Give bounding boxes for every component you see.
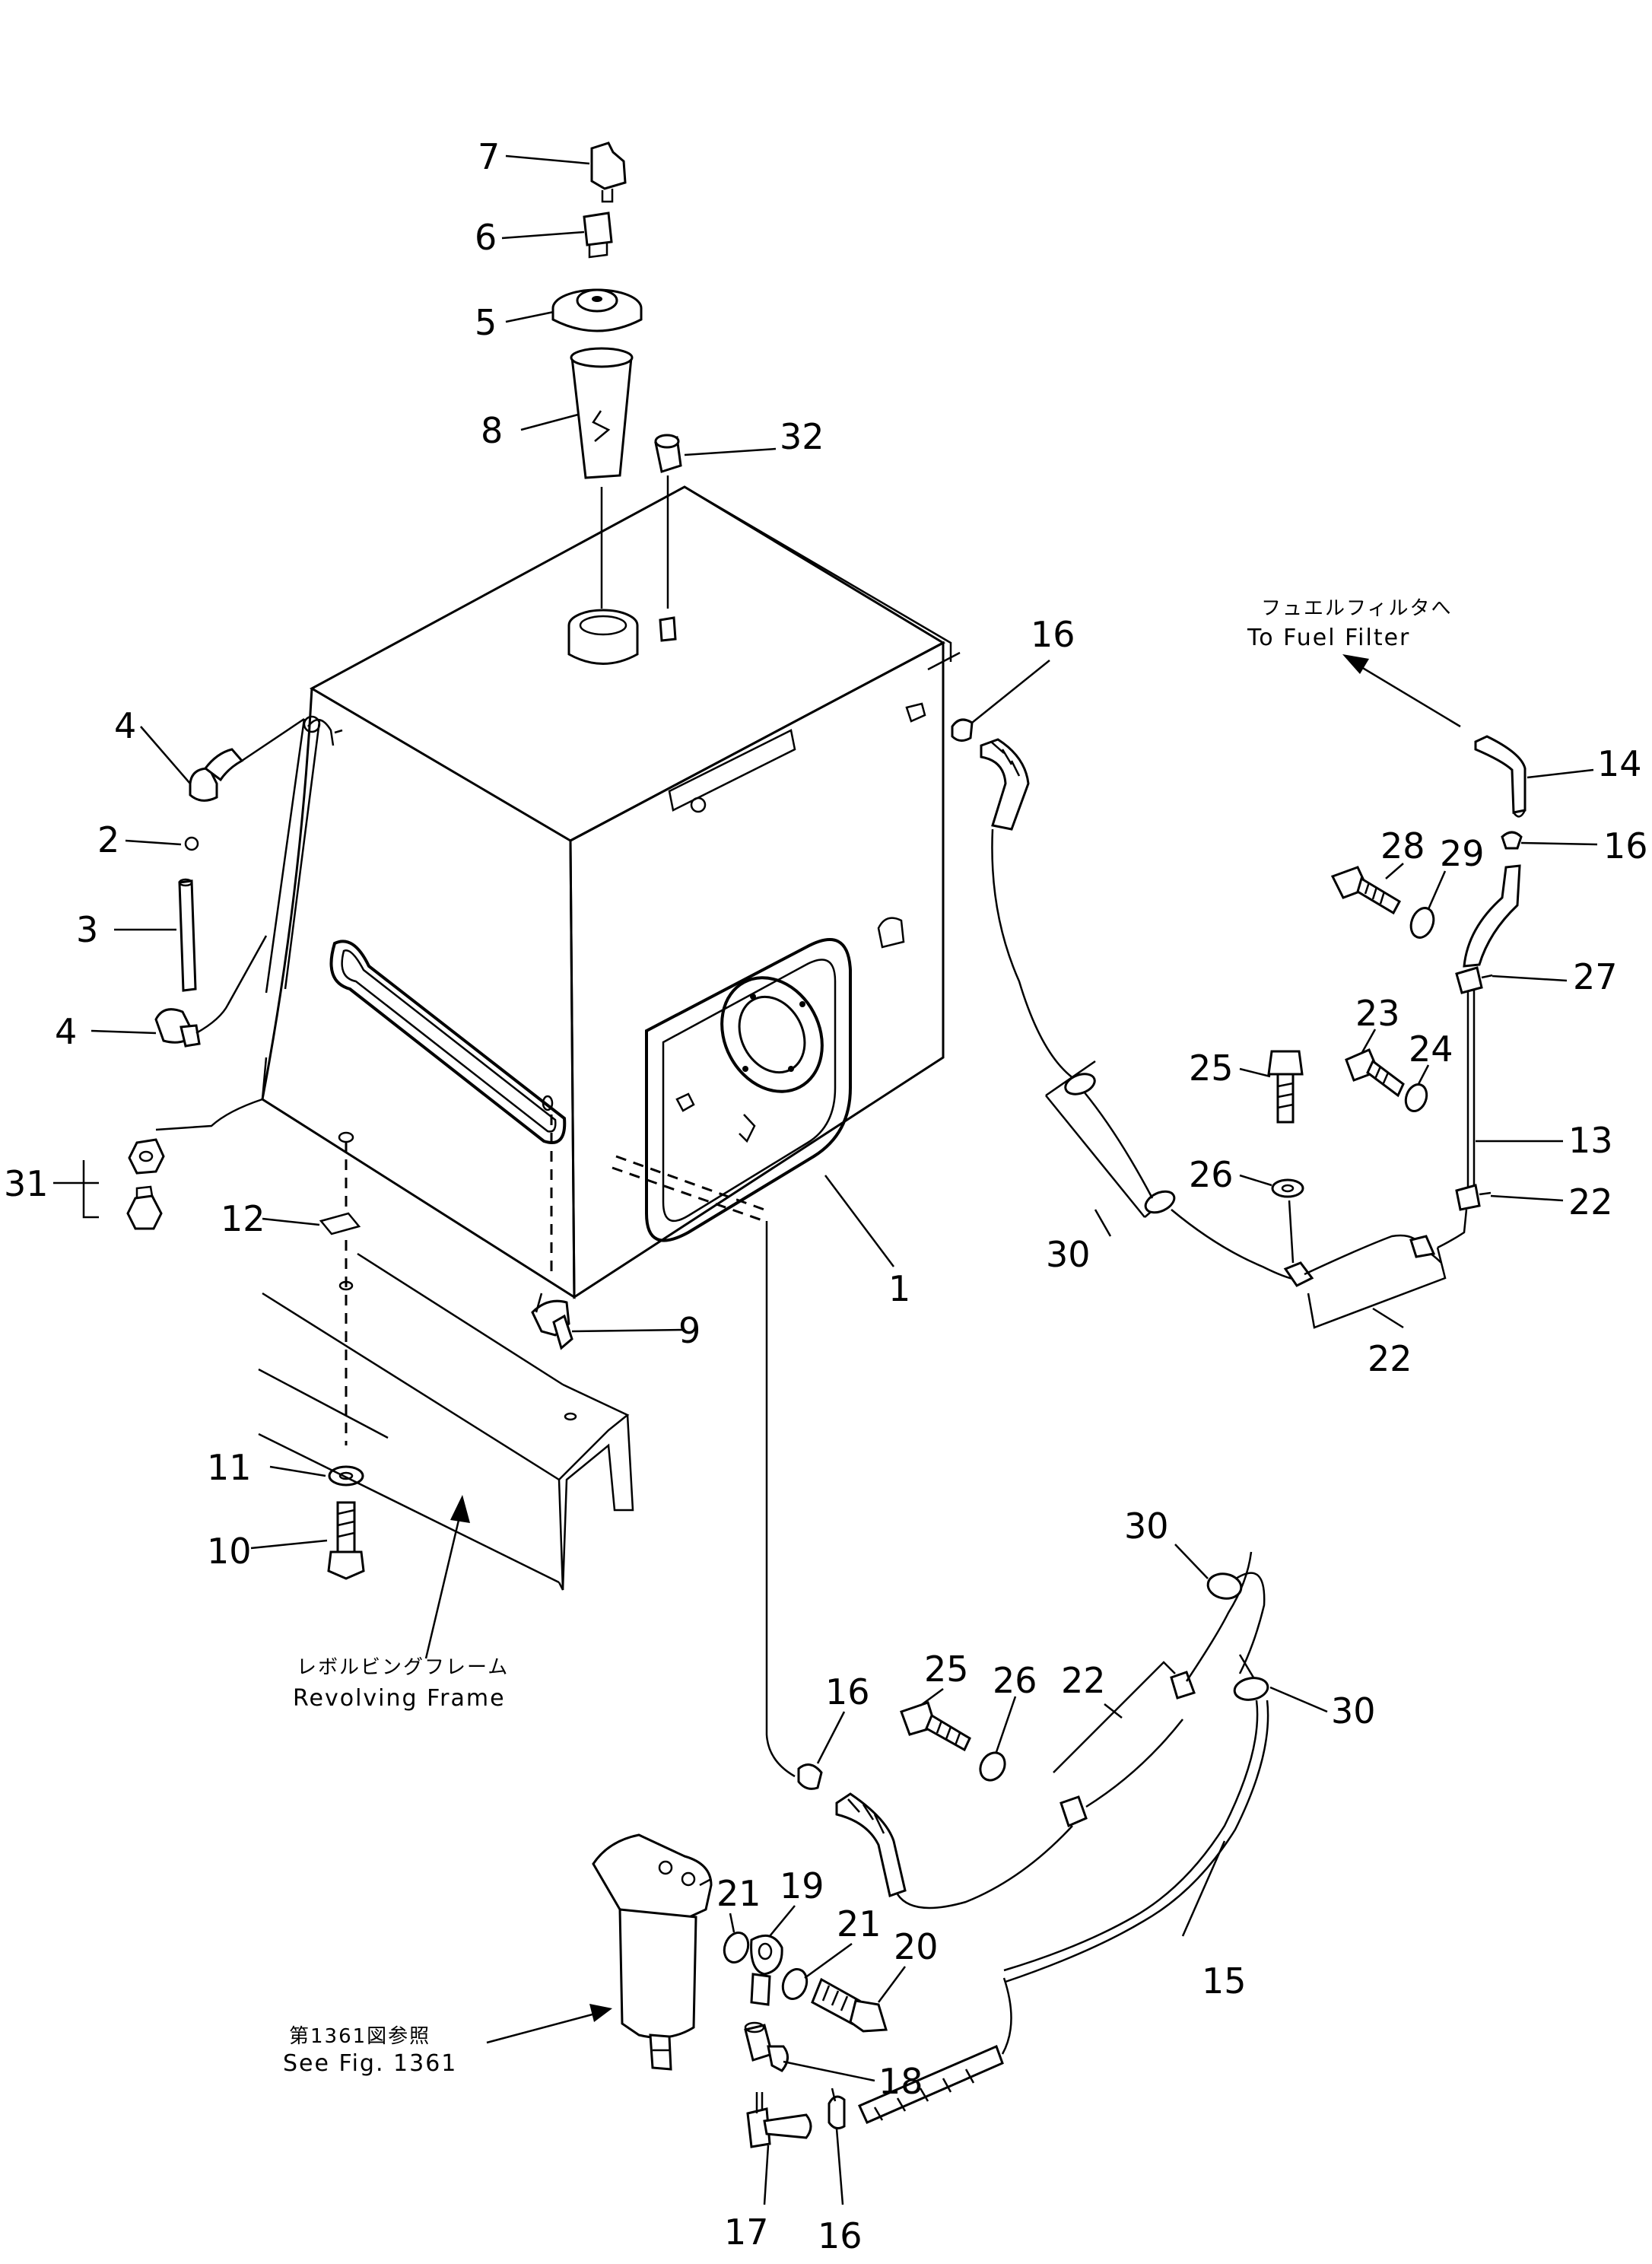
caption-fuel-filter-jp: フュエルフィルタへ	[1261, 597, 1452, 620]
callout-30-right: 30	[1331, 1690, 1376, 1731]
callout-1: 1	[888, 1268, 910, 1309]
callout-27: 27	[1573, 956, 1618, 997]
fuel-tank	[155, 485, 961, 1299]
callout-23: 23	[1355, 993, 1400, 1034]
callout-16-lower: 16	[825, 1671, 870, 1712]
upper-fasteners	[1267, 866, 1435, 1264]
callout-30-loop: 30	[1124, 1506, 1169, 1547]
callout-19: 19	[780, 1865, 824, 1906]
callout-17: 17	[724, 2212, 769, 2253]
plug-32	[654, 434, 682, 642]
caption-see-fig-en: See Fig. 1361	[283, 2050, 457, 2077]
drain-route-dashed	[612, 1166, 765, 1223]
callout-29: 29	[1440, 833, 1485, 874]
callout-16-bottom: 16	[818, 2215, 863, 2256]
callout-22-clamp: 22	[1568, 1181, 1613, 1223]
callout-28: 28	[1380, 825, 1425, 866]
left-hose-set	[154, 717, 305, 1048]
clamp-9	[531, 1293, 573, 1350]
mounting-hardware	[319, 1115, 553, 1580]
callout-25-upper: 25	[1189, 1048, 1234, 1089]
callout-11: 11	[207, 1447, 252, 1488]
caption-revolving-frame-jp: レボルビングフレーム	[297, 1656, 509, 1679]
callout-14: 14	[1597, 743, 1642, 784]
callout-18: 18	[878, 2061, 923, 2102]
callout-32: 32	[780, 416, 824, 457]
filler-cap-assembly	[551, 142, 643, 665]
callout-26-lower: 26	[993, 1660, 1037, 1701]
callout-22-bracket: 22	[1368, 1338, 1412, 1379]
callout-3: 3	[76, 909, 98, 950]
lower-hose-route	[765, 1221, 1269, 2124]
callout-numbers: 7 6 5 8 32 4 2 3 4 31 12 11 10 9 1 16 14…	[4, 136, 1648, 2256]
callout-25-lower: 25	[924, 1649, 969, 1690]
callout-20: 20	[894, 1926, 939, 1967]
revolving-frame	[258, 1252, 634, 1591]
fuel-filter	[486, 1833, 713, 2071]
callout-21-left: 21	[716, 1873, 761, 1914]
callout-4-lower: 4	[55, 1011, 77, 1052]
callout-4-upper: 4	[114, 705, 136, 746]
callout-30-upper: 30	[1046, 1234, 1091, 1275]
captions: フュエルフィルタへ To Fuel Filter レボルビングフレーム Revo…	[283, 597, 1452, 2077]
callout-16-upper-right: 16	[1603, 825, 1648, 866]
leader-lines	[53, 154, 1598, 2205]
callout-22-lower: 22	[1061, 1660, 1106, 1701]
callout-6: 6	[475, 217, 497, 258]
callout-7: 7	[478, 136, 500, 177]
callout-21-right: 21	[837, 1903, 882, 1944]
filter-fittings	[723, 1932, 888, 2148]
callout-26-upper: 26	[1189, 1154, 1234, 1195]
callout-16-tank: 16	[1031, 614, 1075, 655]
callout-9: 9	[678, 1310, 701, 1351]
callout-5: 5	[475, 302, 497, 343]
caption-see-fig-jp: 第1361図参照	[289, 2025, 430, 2048]
callout-8: 8	[481, 410, 503, 451]
callout-24: 24	[1409, 1029, 1453, 1070]
callout-31: 31	[4, 1163, 49, 1204]
callout-15: 15	[1202, 1960, 1247, 2002]
callout-13: 13	[1568, 1120, 1613, 1161]
callout-2: 2	[97, 819, 119, 860]
upper-hose-route	[951, 654, 1527, 1329]
fitting-31	[82, 1138, 165, 1230]
callout-12: 12	[221, 1198, 265, 1239]
lower-fasteners	[900, 1701, 1006, 1782]
callout-10: 10	[207, 1531, 252, 1572]
caption-fuel-filter-en: To Fuel Filter	[1247, 625, 1410, 651]
caption-revolving-frame-en: Revolving Frame	[293, 1685, 506, 1712]
